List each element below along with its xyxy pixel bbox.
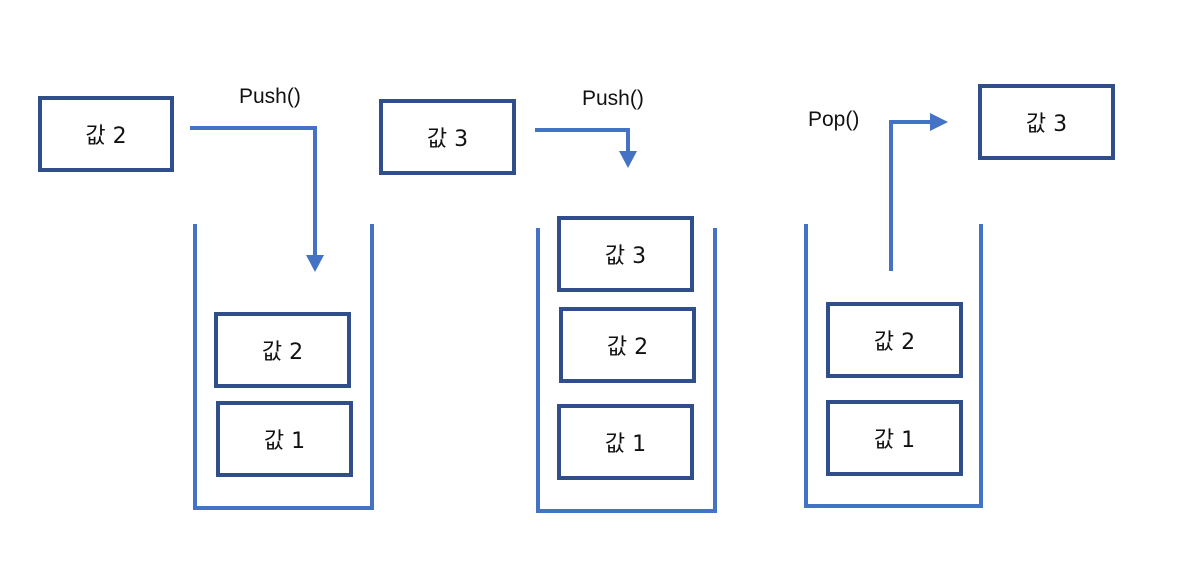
stack-2-item-0: 값 3 <box>557 216 694 292</box>
stack-container-1 <box>193 224 374 510</box>
incoming-value-box-1: 값 2 <box>38 96 174 172</box>
incoming-value-1-text: 값 2 <box>85 124 127 149</box>
outgoing-value-text: 값 3 <box>1025 112 1068 137</box>
push-arrow-2 <box>535 128 630 153</box>
pop-arrow-head <box>930 113 948 131</box>
incoming-value-2-text: 값 3 <box>426 127 469 152</box>
incoming-value-box-2: 값 3 <box>379 99 516 175</box>
stack-1-item-1: 값 1 <box>216 401 353 477</box>
stack-3-item-0-text: 값 2 <box>873 330 916 355</box>
pop-label: Pop() <box>808 108 860 131</box>
push-label-1: Push() <box>239 85 301 108</box>
stack-2-item-2-text: 값 1 <box>604 432 647 457</box>
stack-1-item-0-text: 값 2 <box>261 340 304 365</box>
stack-2-item-1: 값 2 <box>559 307 696 383</box>
stack-3-item-0: 값 2 <box>826 302 963 378</box>
stack-container-3 <box>804 224 983 508</box>
stack-1-item-1-text: 값 1 <box>263 429 306 454</box>
stack-3-item-1-text: 값 1 <box>873 428 916 453</box>
stack-2-item-2: 값 1 <box>557 404 694 480</box>
outgoing-value-box: 값 3 <box>978 84 1115 160</box>
push-arrow-1-head <box>306 255 324 272</box>
pop-arrow <box>889 120 933 271</box>
push-label-2: Push() <box>582 87 644 110</box>
push-arrow-1 <box>190 126 317 258</box>
stack-container-2 <box>536 228 717 513</box>
stack-2-item-0-text: 값 3 <box>604 244 647 269</box>
push-arrow-2-head <box>619 151 637 168</box>
stack-1-item-0: 값 2 <box>214 312 351 388</box>
stack-3-item-1: 값 1 <box>826 400 963 476</box>
stack-2-item-1-text: 값 2 <box>606 335 649 360</box>
